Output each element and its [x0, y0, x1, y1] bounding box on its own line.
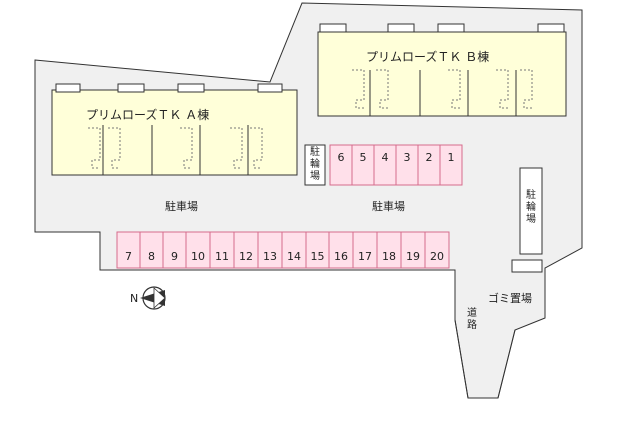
parking-row-top [329, 144, 463, 186]
parking-num: 12 [239, 250, 253, 263]
parking-num: 8 [148, 250, 155, 263]
road [454, 319, 516, 399]
parking-num: 1 [447, 151, 455, 164]
north-label: N [130, 292, 139, 305]
parking-num: 11 [215, 250, 229, 263]
garbage-area [511, 259, 543, 273]
bike-parking-1 [304, 144, 326, 186]
parking-num: 14 [287, 250, 301, 263]
building-a [51, 83, 298, 176]
parking-num: 15 [310, 250, 325, 263]
parking-num: 5 [359, 151, 367, 164]
parking-num: 3 [403, 151, 411, 164]
bike-parking-label-2: 駐輪場 [526, 190, 536, 225]
parking-label-1: 駐車場 [165, 200, 198, 213]
bike-parking-2 [519, 167, 543, 255]
bike-parking-label-1: 駐輪場 [310, 147, 320, 182]
parking-space-1 [439, 144, 463, 186]
parking-num: 13 [263, 250, 277, 263]
parking-num: 9 [171, 250, 178, 263]
building-b-name: プリムローズＴＫ Ｂ棟 [366, 50, 490, 64]
parking-space-17 [352, 231, 378, 269]
parking-space-11 [209, 231, 235, 269]
parking-label-2: 駐車場 [372, 200, 405, 213]
parking-num: 18 [382, 250, 396, 263]
parking-num: 6 [337, 151, 345, 164]
building-a-name: プリムローズＴＫ Ａ棟 [86, 108, 210, 122]
north-arrow-icon [140, 286, 166, 310]
building-b [317, 23, 567, 117]
parking-space-20 [424, 231, 450, 269]
parking-space-18 [376, 231, 402, 269]
parking-space-13 [257, 231, 283, 269]
road-label: 道路 [467, 308, 477, 331]
parking-space-10 [185, 231, 211, 269]
parking-num: 17 [358, 250, 372, 263]
parking-num: 10 [191, 250, 205, 263]
garbage-label: ゴミ置場 [488, 292, 532, 305]
parking-num: 20 [430, 250, 444, 263]
parking-num: 19 [406, 250, 420, 263]
parking-space-12 [233, 231, 259, 269]
parking-row-bottom [116, 231, 450, 269]
parking-num: 16 [334, 250, 348, 263]
parking-num: 7 [125, 250, 132, 263]
parking-num: 4 [381, 151, 389, 164]
parking-num: 2 [425, 151, 433, 164]
